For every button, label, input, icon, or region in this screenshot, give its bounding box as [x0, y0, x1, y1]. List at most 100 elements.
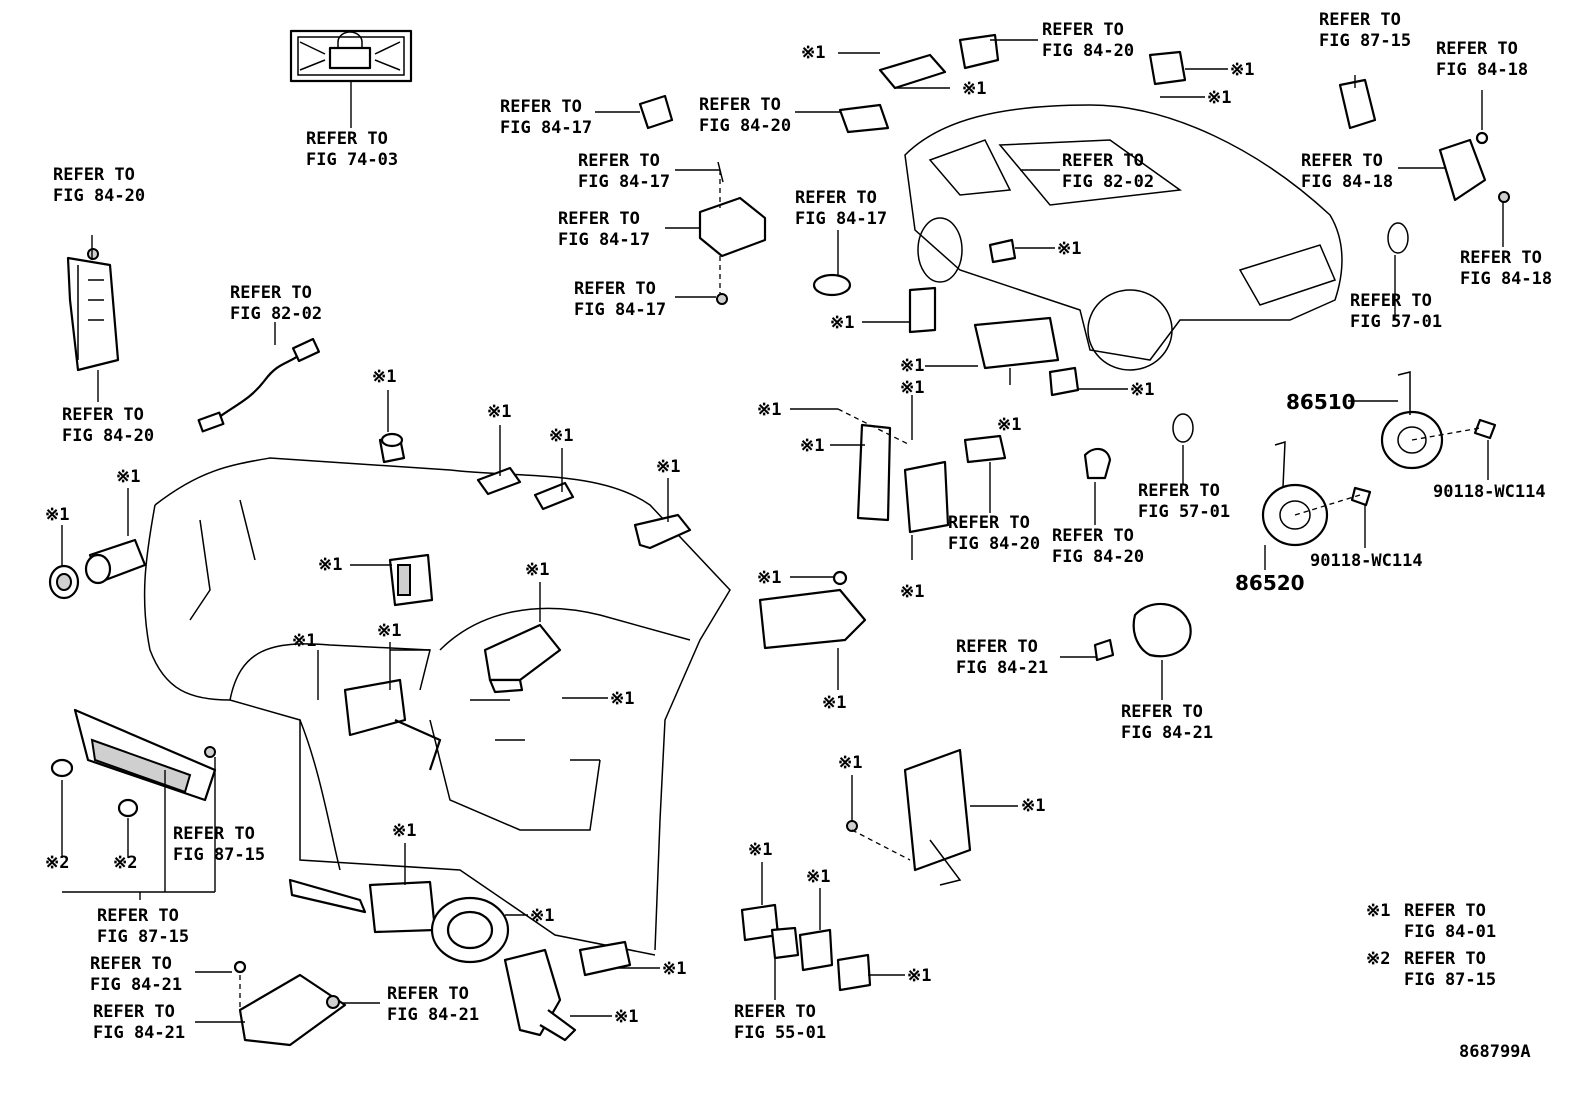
note1-main-unit: ※1 [822, 693, 846, 713]
label-fig-8420-e: FIG 84-20 [948, 534, 1040, 554]
label-fig-8420-a: FIG 84-20 [53, 186, 145, 206]
part-number-86510: 86510 [1286, 390, 1356, 414]
label-refer-8420-e: REFER TO [948, 513, 1030, 533]
note1-body-ecu: ※1 [1021, 796, 1045, 816]
switch-block-center [812, 238, 1080, 397]
label-fig-8715-c: FIG 87-15 [1319, 31, 1411, 51]
label-fig-8420-c: FIG 84-20 [699, 116, 791, 136]
horn-86520 [1261, 440, 1329, 547]
bracket-module [856, 423, 1112, 534]
airbag-sensor [233, 960, 347, 1047]
label-refer-8420-f: REFER TO [1052, 526, 1134, 546]
heater-control-panel [50, 708, 217, 818]
instrument-panel-outline [143, 457, 731, 956]
label-refer-8202-a: REFER TO [230, 283, 312, 303]
part-number-86520: 86520 [1235, 571, 1305, 595]
label-fig-8421-a: FIG 84-21 [90, 975, 182, 995]
body-ecu [846, 748, 972, 886]
leader-lines [61, 39, 1504, 1023]
note1-window-switch: ※1 [801, 43, 825, 63]
label-fig-8420-f: FIG 84-20 [1052, 547, 1144, 567]
label-fig-7403: FIG 74-03 [306, 150, 398, 170]
sensor-87-15 [1338, 78, 1377, 130]
note1-switch-module: ※1 [318, 555, 342, 575]
label-refer-8421-d: REFER TO [956, 637, 1038, 657]
control-module-left [66, 248, 120, 372]
label-fig-8417-d: FIG 84-17 [574, 300, 666, 320]
note1-ignition: ※1 [614, 1007, 638, 1027]
label-fig-8418-b: FIG 84-18 [1301, 172, 1393, 192]
note1-sensor-a: ※1 [487, 402, 511, 422]
legend-note1-fig: FIG 84-01 [1404, 922, 1496, 942]
label-fig-8421-b: FIG 84-21 [93, 1023, 185, 1043]
sensor-parts [476, 466, 692, 550]
label-refer-8715-b: REFER TO [97, 906, 179, 926]
steering-sensor-part [1093, 602, 1192, 662]
note1-bracket-b: ※1 [377, 621, 401, 641]
label-fig-8715-a: FIG 87-15 [173, 845, 265, 865]
notes-legend: ※1 REFER TO FIG 84-01 ※2 REFER TO FIG 87… [1366, 901, 1496, 990]
label-refer-8418-c: REFER TO [1460, 248, 1542, 268]
horn-86510 [1380, 371, 1444, 470]
part-number-90118-b: 90118-WC114 [1310, 551, 1423, 571]
note1-ecu-bolt: ※1 [838, 753, 862, 773]
note1-sensor-c: ※1 [656, 457, 680, 477]
label-refer-8202-b: REFER TO [1062, 151, 1144, 171]
switches-bottom [740, 903, 872, 992]
note1-bracket-e: ※1 [800, 436, 824, 456]
legend-note2-mark: ※2 [1366, 949, 1390, 969]
part-number-90118-a: 90118-WC114 [1433, 482, 1546, 502]
control-box-center [483, 623, 562, 694]
note1-switch-b: ※1 [900, 356, 924, 376]
note1-lighter-b: ※1 [45, 505, 69, 525]
note1-switch-f: ※1 [748, 840, 772, 860]
note1-switch-a: ※1 [830, 313, 854, 333]
combination-switch [288, 878, 437, 934]
note1-top-bolt: ※1 [1207, 88, 1231, 108]
main-control-unit [758, 570, 867, 650]
note1-spiral: ※1 [530, 906, 554, 926]
label-fig-8417-b: FIG 84-17 [578, 172, 670, 192]
bracket-center [343, 649, 442, 771]
label-fig-5701-b: FIG 57-01 [1350, 312, 1442, 332]
label-refer-8417-c: REFER TO [558, 209, 640, 229]
label-fig-8420-b: FIG 84-20 [62, 426, 154, 446]
label-refer-5501: REFER TO [734, 1002, 816, 1022]
horn-bolts [1350, 418, 1497, 507]
label-refer-8420-b: REFER TO [62, 405, 144, 425]
note1-control-box: ※1 [525, 560, 549, 580]
label-refer-7403-a: REFER TO [306, 129, 388, 149]
label-fig-8418-c: FIG 84-18 [1460, 269, 1552, 289]
label-refer-8421-e: REFER TO [1121, 702, 1203, 722]
legend-note1-refer: REFER TO [1404, 901, 1486, 921]
window-switch-top [878, 33, 1187, 90]
switch-module-center [388, 553, 434, 607]
vehicle-outline [904, 104, 1343, 371]
label-fig-8417-c: FIG 84-17 [558, 230, 650, 250]
note1-window-switch-b: ※1 [962, 79, 986, 99]
label-fig-8421-d: FIG 84-21 [956, 658, 1048, 678]
security-label-part [289, 29, 413, 83]
label-fig-8202-b: FIG 82-02 [1062, 172, 1154, 192]
note1-module-e: ※1 [900, 582, 924, 602]
label-fig-8202-a: FIG 82-02 [230, 304, 322, 324]
label-fig-5501: FIG 55-01 [734, 1023, 826, 1043]
label-fig-8420-d: FIG 84-20 [1042, 41, 1134, 61]
label-refer-5701-b: REFER TO [1350, 291, 1432, 311]
legend-note2-refer: REFER TO [1404, 949, 1486, 969]
label-refer-8421-a: REFER TO [90, 954, 172, 974]
note1-sensor-b: ※1 [549, 426, 573, 446]
note1-bracket-a: ※1 [292, 631, 316, 651]
ignition-switch [503, 948, 577, 1042]
label-refer-8417-d: REFER TO [574, 279, 656, 299]
label-refer-8421-c: REFER TO [387, 984, 469, 1004]
label-refer-8418-b: REFER TO [1301, 151, 1383, 171]
drawing-id: 868799A [1459, 1042, 1531, 1062]
label-fig-8417-a: FIG 84-17 [500, 118, 592, 138]
note1-switch-block: ※1 [997, 415, 1021, 435]
note1-car-switch: ※1 [1057, 239, 1081, 259]
note1-bolt-e: ※1 [757, 400, 781, 420]
label-refer-8420-c: REFER TO [699, 95, 781, 115]
